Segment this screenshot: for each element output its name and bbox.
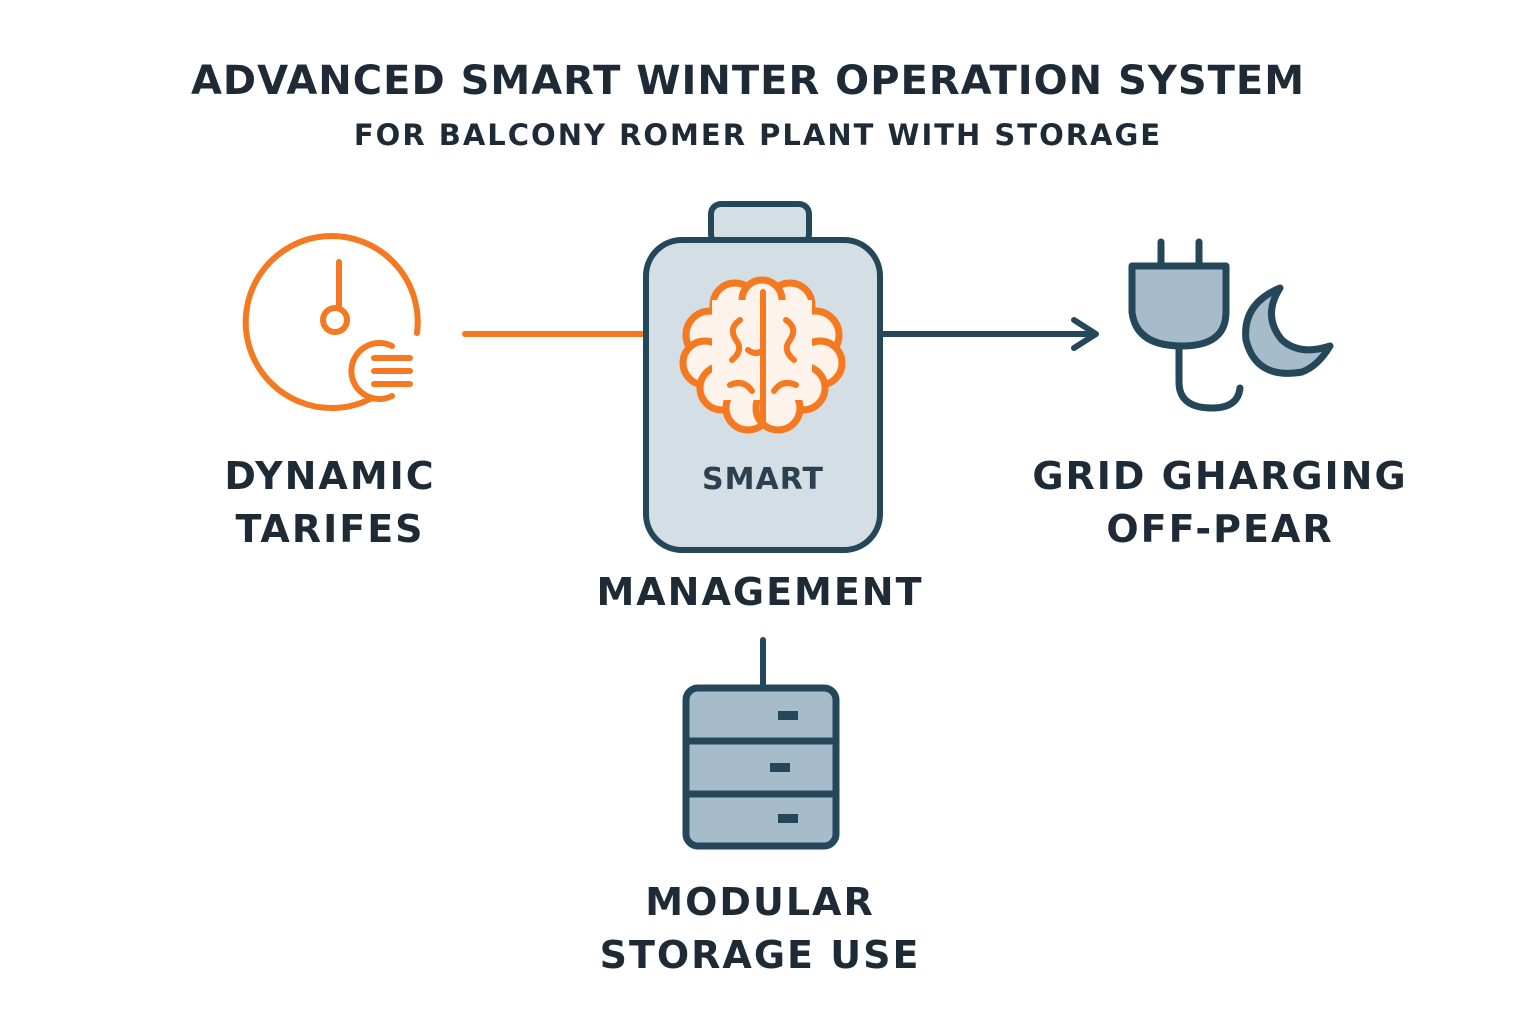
grid-charging-label: GRID GHARGING OFF-PEAR <box>1020 450 1420 556</box>
plug-moon-icon <box>1128 238 1334 412</box>
battery-brain-icon <box>643 201 883 553</box>
dynamic-tariffs-line2: TARIFES <box>235 507 425 551</box>
modular-storage-line1: MODULAR <box>645 880 875 924</box>
modular-storage-label: MODULAR STORAGE USE <box>560 876 960 982</box>
brain-icon <box>679 276 846 434</box>
dynamic-tariffs-label: DYNAMIC TARIFES <box>180 450 480 556</box>
smart-management-label: MANAGEMENT <box>560 566 960 619</box>
grid-charging-line1: GRID GHARGING <box>1032 454 1408 498</box>
smart-management-text: MANAGEMENT <box>596 570 924 614</box>
diagram-subtitle: FOR BALCONY ROMER PLANT WITH STORAGE <box>353 118 1163 152</box>
grid-charging-line2: OFF-PEAR <box>1106 507 1334 551</box>
server-stack-icon <box>682 684 840 850</box>
moon-icon <box>1242 284 1334 377</box>
modular-storage-line2: STORAGE USE <box>599 933 921 977</box>
smart-inner-label: SMART <box>702 462 824 497</box>
plug-cable <box>1175 342 1244 412</box>
diagram-title: ADVANCED SMART WINTER OPERATION SYSTEM <box>190 58 1306 104</box>
connector-smart-to-grid <box>877 317 1099 351</box>
dynamic-tariffs-line1: DYNAMIC <box>224 454 436 498</box>
clock-euro-icon <box>242 233 421 411</box>
plug-body <box>1128 262 1230 350</box>
